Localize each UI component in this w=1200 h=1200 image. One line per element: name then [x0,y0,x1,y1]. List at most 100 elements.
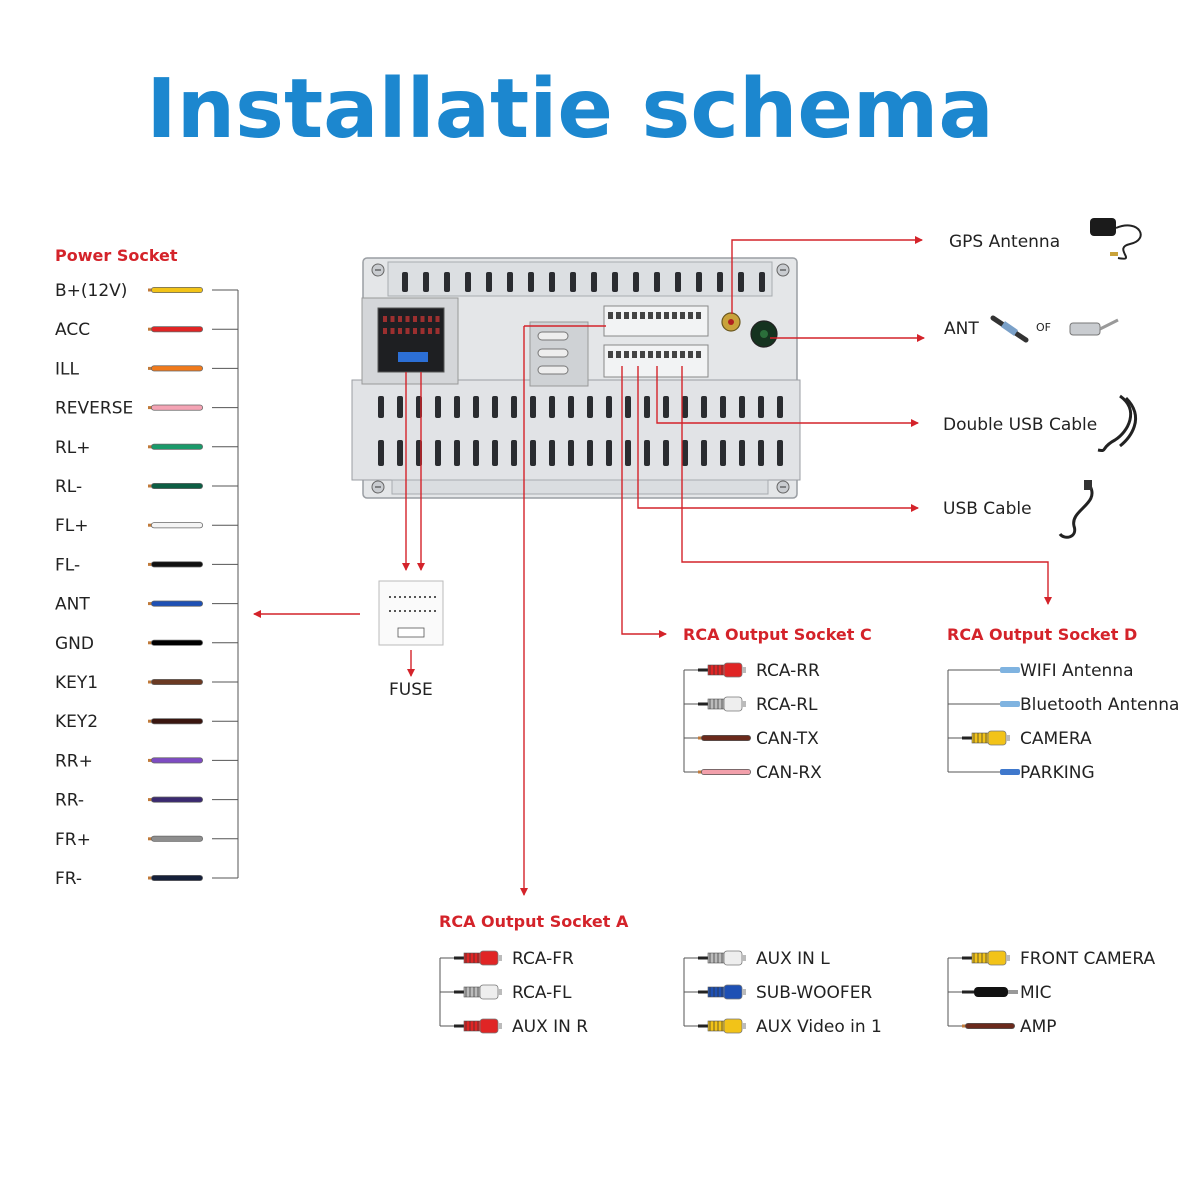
socket-c: RCA Output Socket CRCA-RRRCA-RLCAN-TXCAN… [683,625,872,783]
gps-arrow [731,236,923,314]
power-wire-row: REVERSE [55,399,238,419]
socket-c-item: CAN-TX [684,729,819,749]
power-wire-label: B+(12V) [55,281,127,301]
power-wire-row: FR- [55,869,238,889]
vent-slot [612,272,618,292]
socket-d-item-label: WIFI Antenna [1020,661,1134,681]
vent-slot [739,440,745,466]
vent-slot [644,396,650,418]
power-wire-row: RR+ [55,751,238,771]
vent-slot [682,396,688,418]
power-wire-row: KEY1 [55,673,238,693]
vent-slot [378,440,384,466]
gps-antenna-icon [1090,218,1142,260]
socket-d-connector [962,730,1010,746]
vent-slot [549,272,555,292]
power-wire-label: ACC [55,320,90,340]
socket-a-connector [454,950,502,966]
power-wire-row: ANT [55,595,238,615]
vent-slot [511,396,517,418]
ant-plug-icon [1069,318,1119,336]
vent-slot [378,396,384,418]
socket-a3-item: MIC [948,983,1052,1003]
vent-slot [777,396,783,418]
socket-a-connector [454,1018,502,1034]
vent-slot [568,440,574,466]
socket-a2: AUX IN L SUB-WOOFER AUX Video in 1 [683,949,882,1037]
socket-a2-connector [698,984,746,1000]
power-harness-connector [377,307,445,373]
power-wire-row: B+(12V) [55,281,238,301]
socket-a2-item-label: SUB-WOOFER [756,983,872,1003]
socket-d-connector [962,769,1020,775]
gps-antenna-label: GPS Antenna [949,232,1060,252]
power-wire-label: FR+ [55,830,91,850]
socket-a3-item: FRONT CAMERA [948,949,1156,969]
power-wire-label: KEY1 [55,673,98,693]
socket-c-header: RCA Output Socket C [683,625,872,644]
vent-slot [454,440,460,466]
socket-a-header: RCA Output Socket A [439,912,629,931]
socket-c-item-label: RCA-RR [756,661,820,681]
vent-slot [777,440,783,466]
vent-slot [435,440,441,466]
socket-a2-connector [698,950,746,966]
vent-slot [720,396,726,418]
page-title: Installatie schema [146,62,994,157]
vent-slot [473,440,479,466]
vent-slot [738,272,744,292]
vent-slot [625,440,631,466]
vent-slot [492,396,498,418]
vent-slot [423,272,429,292]
socket-c-connector [698,696,746,712]
socket-a-item-label: RCA-FL [512,983,572,1003]
socket-a2-item: SUB-WOOFER [684,983,872,1003]
vent-slot [454,396,460,418]
socket-a-item-label: RCA-FR [512,949,574,969]
power-wire-label: RL+ [55,438,91,458]
power-wire-label: FR- [55,869,82,889]
socket-c-item: RCA-RR [684,661,820,681]
ant-label: ANT [944,319,979,339]
double-usb-arrow [656,366,919,427]
vent-slot [465,272,471,292]
socket-a2-item: AUX IN L [684,949,830,969]
vent-slot [739,396,745,418]
vent-slot [644,440,650,466]
socket-cd-port [603,344,709,378]
socket-c-item-label: CAN-TX [756,729,819,749]
vent-slot [511,440,517,466]
head-unit-rear [351,257,801,499]
socket-d-item: PARKING [948,763,1095,783]
power-wire-row: ILL [55,359,238,379]
vent-slot [549,396,555,418]
usb-arrow [637,366,919,512]
vent-slot [701,440,707,466]
power-wire-label: RR+ [55,751,93,771]
fuse-slot [398,352,428,362]
socket-d-header: RCA Output Socket D [947,625,1137,644]
fuse-box: FUSE [378,580,444,700]
power-wire-row: RL- [55,477,238,497]
socket-a3-item-label: FRONT CAMERA [1020,949,1156,969]
vent-slot [444,272,450,292]
socket-a-item: RCA-FR [440,949,574,969]
socket-d-connector [962,701,1020,707]
power-wire-label: REVERSE [55,399,133,419]
vent-slot [591,272,597,292]
socket-a-item-label: AUX IN R [512,1017,588,1037]
vent-slot [528,272,534,292]
vent-slot [492,440,498,466]
socket-a-port [603,305,709,337]
socket-d-item: WIFI Antenna [948,661,1134,681]
socket-c-item-label: CAN-RX [756,763,822,783]
vent-slot [758,396,764,418]
socket-a-connector [454,984,502,1000]
socket-a2-item-label: AUX Video in 1 [756,1017,882,1037]
socket-a-item: AUX IN R [440,1017,588,1037]
power-wire-label: ANT [55,595,90,615]
socket-a-item: RCA-FL [440,983,572,1003]
vent-slot [663,440,669,466]
vent-slot [654,272,660,292]
